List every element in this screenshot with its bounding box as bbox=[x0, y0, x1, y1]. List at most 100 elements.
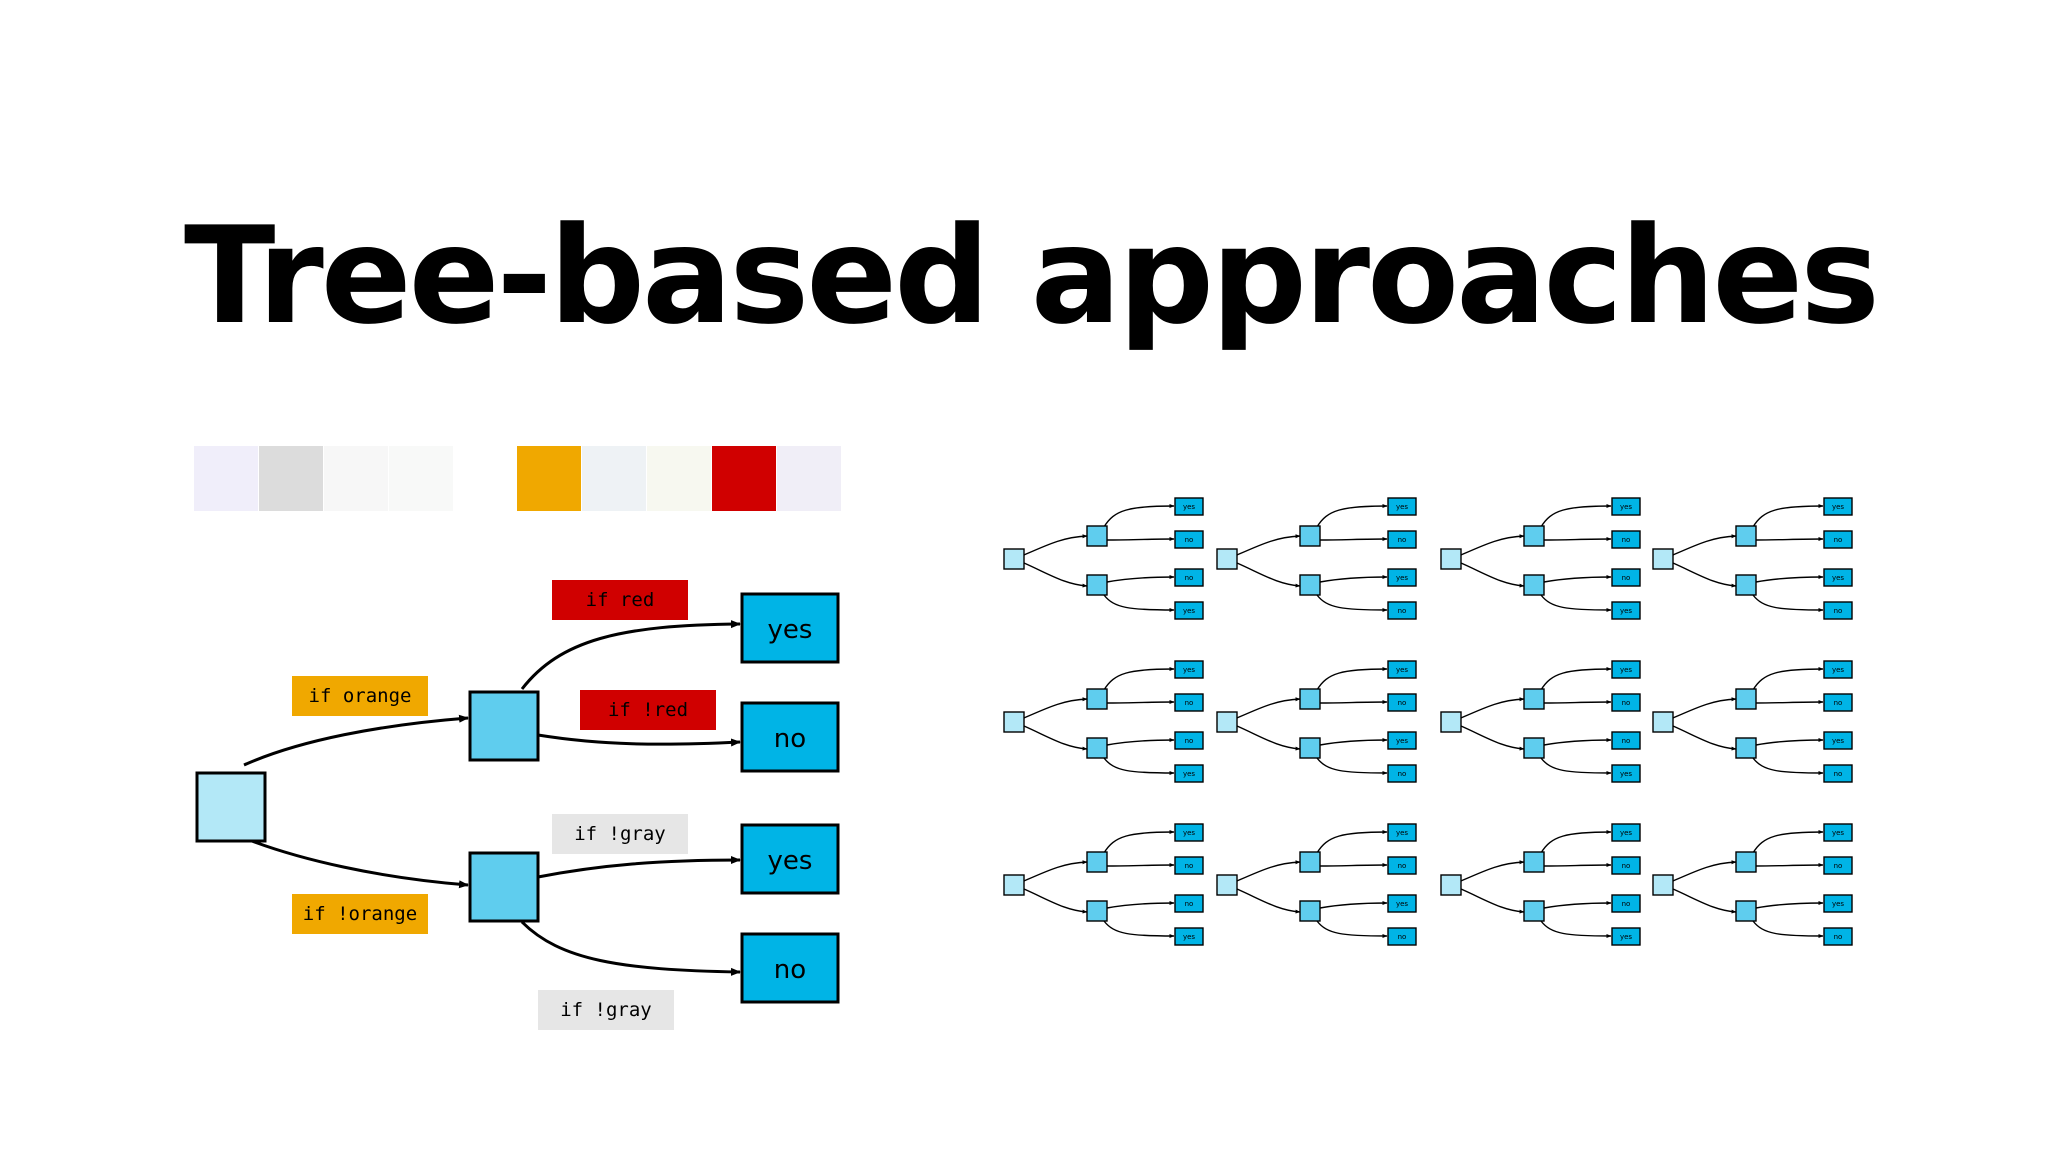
mini-edge bbox=[1543, 537, 1612, 542]
mini-leaf-label: no bbox=[1622, 536, 1631, 544]
mini-inner-node bbox=[1523, 851, 1545, 873]
mini-edge bbox=[1106, 575, 1175, 583]
leaf-label: yes bbox=[768, 615, 813, 645]
mini-leaf-node: yes bbox=[1823, 568, 1853, 587]
mini-leaf-label: no bbox=[1185, 900, 1194, 908]
mini-edge bbox=[1543, 700, 1612, 705]
mini-inner-node bbox=[1299, 525, 1321, 547]
mini-edge bbox=[1672, 888, 1737, 914]
condition-label-if-not-red: if !red bbox=[580, 690, 716, 730]
condition-label-if-red: if red bbox=[552, 580, 688, 620]
mini-leaf-node: yes bbox=[1823, 823, 1853, 842]
mini-leaf-node: no bbox=[1823, 530, 1853, 549]
mini-edge bbox=[1543, 863, 1612, 868]
mini-leaf-label: no bbox=[1398, 933, 1407, 941]
mini-leaf-node: yes bbox=[1174, 601, 1204, 620]
mini-leaf-label: yes bbox=[1620, 607, 1632, 615]
mini-edge bbox=[1106, 738, 1175, 746]
mini-edge bbox=[1103, 757, 1175, 775]
mini-leaf-label: yes bbox=[1183, 933, 1195, 941]
mini-edge bbox=[1540, 667, 1612, 691]
mini-leaf-node: no bbox=[1387, 693, 1417, 712]
mini-leaf-label: no bbox=[1622, 574, 1631, 582]
mini-leaf-node: no bbox=[1823, 927, 1853, 946]
mini-leaf-label: yes bbox=[1832, 900, 1844, 908]
mini-inner-node bbox=[1735, 574, 1757, 596]
mini-leaf-label: no bbox=[1622, 862, 1631, 870]
mini-leaf-label: no bbox=[1185, 536, 1194, 544]
mini-leaf-node: yes bbox=[1823, 894, 1853, 913]
mini-edge bbox=[1755, 863, 1824, 868]
mini-leaf-label: yes bbox=[1832, 829, 1844, 837]
mini-inner-node bbox=[1299, 737, 1321, 759]
mini-leaf-node: no bbox=[1823, 764, 1853, 783]
mini-edge bbox=[1460, 888, 1525, 914]
mini-root-node bbox=[1652, 874, 1674, 896]
mini-edge bbox=[1752, 757, 1824, 775]
mini-edge bbox=[1319, 863, 1388, 868]
mini-leaf-label: no bbox=[1185, 574, 1194, 582]
mini-edge bbox=[1460, 725, 1525, 751]
mini-leaf-label: yes bbox=[1396, 666, 1408, 674]
mini-inner-node bbox=[1735, 525, 1757, 547]
mini-leaf-node: yes bbox=[1174, 497, 1204, 516]
mini-leaf-label: yes bbox=[1183, 666, 1195, 674]
mini-edge bbox=[1316, 667, 1388, 691]
mini-inner-node bbox=[1086, 737, 1108, 759]
mini-edge bbox=[1672, 725, 1737, 751]
mini-edge bbox=[1319, 738, 1388, 746]
mini-leaf-label: yes bbox=[1620, 933, 1632, 941]
mini-leaf-label: no bbox=[1834, 862, 1843, 870]
mini-leaf-label: no bbox=[1834, 699, 1843, 707]
mini-root-node bbox=[1216, 711, 1238, 733]
condition-text: if !red bbox=[608, 699, 688, 721]
mini-inner-node bbox=[1735, 688, 1757, 710]
mini-leaf-node: no bbox=[1823, 601, 1853, 620]
mini-edge bbox=[1236, 860, 1301, 882]
mini-edge bbox=[1236, 697, 1301, 719]
mini-root-node bbox=[1003, 874, 1025, 896]
mini-inner-node bbox=[1086, 688, 1108, 710]
mini-edge bbox=[1755, 738, 1824, 746]
mini-leaf-label: no bbox=[1398, 862, 1407, 870]
mini-edge bbox=[1543, 901, 1612, 909]
mini-edge bbox=[1543, 575, 1612, 583]
edge-bottom-to-yes bbox=[537, 856, 741, 879]
mini-edge bbox=[1316, 920, 1388, 938]
mini-edge bbox=[1752, 830, 1824, 854]
leaf-label: yes bbox=[768, 846, 813, 876]
mini-leaf-node: no bbox=[1174, 693, 1204, 712]
mini-leaf-label: no bbox=[1622, 699, 1631, 707]
mini-inner-node bbox=[1086, 900, 1108, 922]
mini-leaf-label: yes bbox=[1183, 770, 1195, 778]
mini-leaf-node: yes bbox=[1611, 764, 1641, 783]
mini-edge bbox=[1319, 901, 1388, 909]
mini-leaf-node: no bbox=[1387, 601, 1417, 620]
mini-edge bbox=[1672, 562, 1737, 588]
mini-edge bbox=[1106, 700, 1175, 705]
mini-root-node bbox=[1440, 874, 1462, 896]
mini-inner-node bbox=[1523, 900, 1545, 922]
mini-leaf-label: no bbox=[1185, 737, 1194, 745]
mini-leaf-label: no bbox=[1398, 699, 1407, 707]
mini-leaf-label: no bbox=[1185, 699, 1194, 707]
mini-tree: yes no no yes bbox=[1003, 660, 1204, 783]
root-node bbox=[195, 771, 267, 843]
mini-edge bbox=[1460, 534, 1525, 556]
mini-edge bbox=[1106, 863, 1175, 868]
mini-inner-node bbox=[1299, 900, 1321, 922]
mini-edge bbox=[1106, 537, 1175, 542]
mini-edge bbox=[1755, 700, 1824, 705]
mini-leaf-node: yes bbox=[1823, 731, 1853, 750]
mini-leaf-node: yes bbox=[1611, 660, 1641, 679]
mini-leaf-node: yes bbox=[1387, 660, 1417, 679]
mini-edge bbox=[1316, 594, 1388, 612]
mini-leaf-label: no bbox=[1834, 536, 1843, 544]
mini-inner-node bbox=[1086, 525, 1108, 547]
mini-inner-node bbox=[1299, 574, 1321, 596]
mini-leaf-node: yes bbox=[1611, 601, 1641, 620]
